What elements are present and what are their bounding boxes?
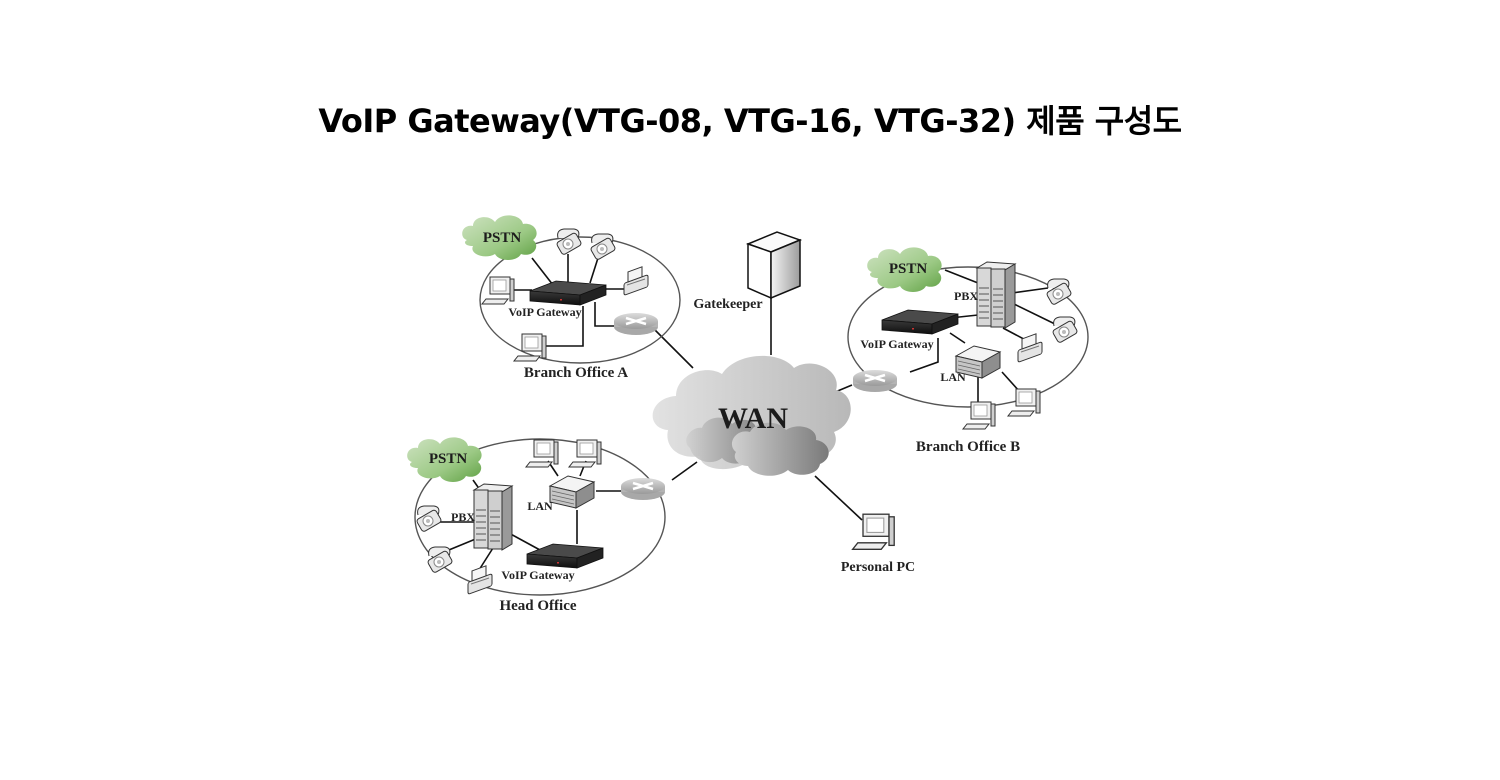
wan-label: WAN <box>718 402 788 435</box>
phone-icon <box>555 228 583 256</box>
branch-b-pbx-label: PBX <box>954 289 978 303</box>
wan-cloud: WAN <box>652 355 851 476</box>
phone-icon <box>426 546 454 574</box>
fax-icon <box>467 565 493 595</box>
head-office: PSTN PBX LAN VoIP Gateway Head Office <box>407 437 667 614</box>
branch-b-gateway-label: VoIP Gateway <box>860 337 933 351</box>
router-icon <box>612 311 660 337</box>
gatekeeper-label: Gatekeeper <box>693 297 762 312</box>
voip-gateway-icon <box>881 309 959 335</box>
branch-office-b: PSTN PBX VoIP Gateway LAN Branch Office … <box>851 247 1079 455</box>
head-office-label: Head Office <box>499 598 576 614</box>
phone-icon <box>1045 278 1073 306</box>
branch-a-pstn-label: PSTN <box>483 230 522 246</box>
router-icon <box>851 368 899 394</box>
server-tower-icon <box>745 231 803 300</box>
phone-icon <box>1051 316 1079 344</box>
computer-icon <box>481 276 515 305</box>
branch-office-a: PSTN VoIP Gateway Branch Office A <box>462 215 660 381</box>
voip-gateway-icon <box>526 543 604 569</box>
head-office-pstn-label: PSTN <box>429 451 468 467</box>
branch-b-lan-label: LAN <box>940 370 966 384</box>
computer-icon <box>962 401 996 430</box>
link-wan-head-office <box>671 461 698 481</box>
voip-gateway-icon <box>529 280 607 306</box>
personal-pc: Personal PC <box>841 513 915 575</box>
gatekeeper: Gatekeeper <box>693 231 803 312</box>
branch-a-gateway-label: VoIP Gateway <box>508 305 581 319</box>
fax-icon <box>623 266 649 296</box>
branch-b-label: Branch Office B <box>916 439 1020 455</box>
head-office-gateway-label: VoIP Gateway <box>501 568 574 582</box>
phone-icon <box>415 505 443 533</box>
branch-office-b-boundary <box>847 266 1089 408</box>
lan-switch-icon <box>549 475 595 509</box>
pbx-icon <box>976 261 1016 329</box>
phone-icon <box>589 233 617 261</box>
branch-office-a-boundary <box>479 236 681 364</box>
computer-icon <box>568 439 602 468</box>
branch-a-label: Branch Office A <box>524 365 628 381</box>
computer-icon <box>525 439 559 468</box>
router-icon <box>619 476 667 502</box>
pbx-icon <box>473 483 513 551</box>
link-wan-personal-pc <box>814 475 863 521</box>
head-office-boundary <box>414 438 666 596</box>
head-office-pbx-label: PBX <box>451 510 475 524</box>
page-title: VoIP Gateway(VTG-08, VTG-16, VTG-32) 제품 … <box>318 102 1182 140</box>
link-branch-a-wan <box>654 329 694 369</box>
head-office-lan-label: LAN <box>527 499 553 513</box>
branch-b-pstn-label: PSTN <box>889 261 928 277</box>
computer-icon <box>513 333 547 362</box>
personal-pc-label: Personal PC <box>841 560 915 575</box>
computer-icon <box>851 513 895 550</box>
